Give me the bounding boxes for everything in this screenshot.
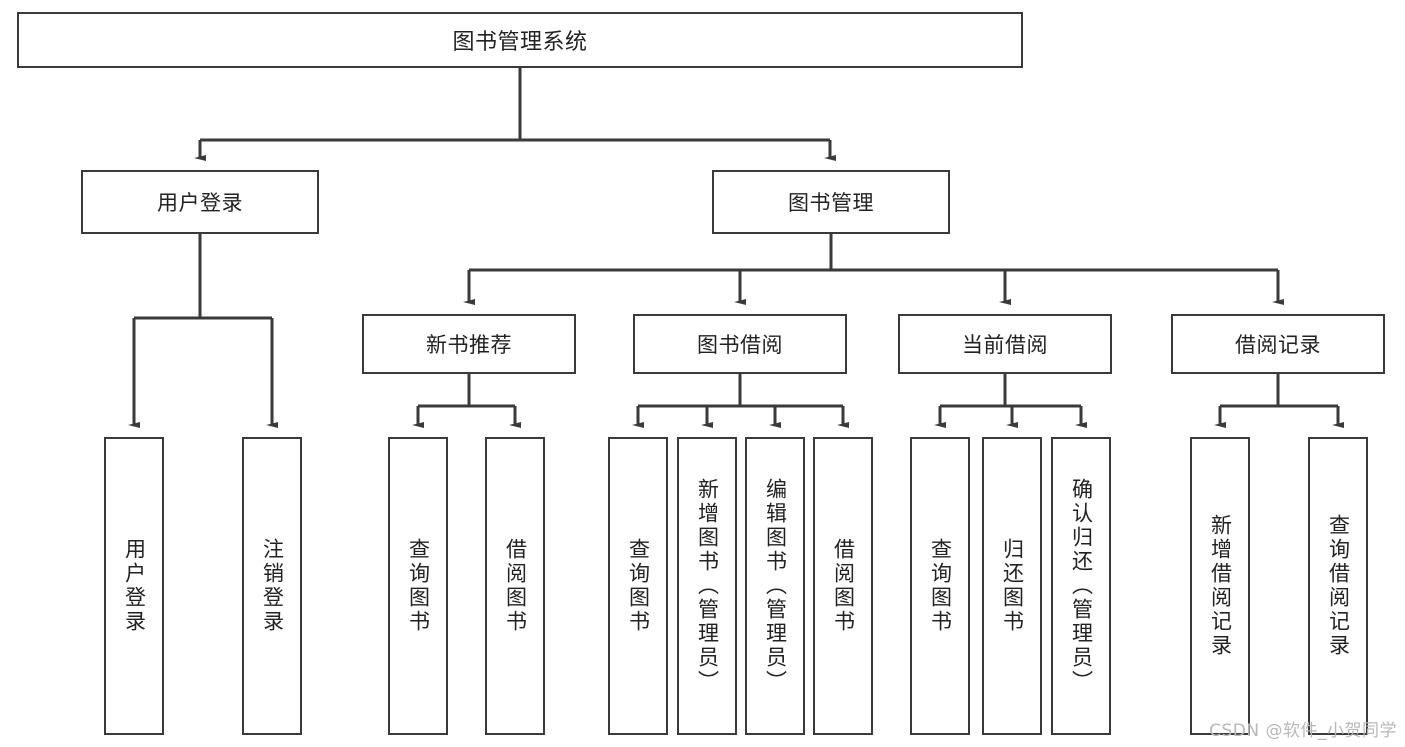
node-label: 注销登录 <box>260 538 285 634</box>
node-leaf-return-book[interactable]: 归还图书 <box>982 437 1042 735</box>
node-leaf-confirm-return[interactable]: 确认归还（管理员） <box>1051 437 1111 735</box>
node-label: 查询图书 <box>928 538 953 634</box>
node-leaf-add-book[interactable]: 新增图书（管理员） <box>677 437 737 735</box>
node-leaf-query-book-1[interactable]: 查询图书 <box>388 437 448 735</box>
node-book-borrow[interactable]: 图书借阅 <box>633 314 847 374</box>
node-borrow-record[interactable]: 借阅记录 <box>1171 314 1385 374</box>
node-label: 确认归还（管理员） <box>1069 478 1094 694</box>
node-leaf-add-record[interactable]: 新增借阅记录 <box>1190 437 1250 735</box>
node-leaf-edit-book[interactable]: 编辑图书（管理员） <box>745 437 805 735</box>
node-current-borrow[interactable]: 当前借阅 <box>898 314 1112 374</box>
node-label: 编辑图书（管理员） <box>763 478 788 694</box>
node-leaf-borrow-book-1[interactable]: 借阅图书 <box>485 437 545 735</box>
node-leaf-user-login[interactable]: 用户登录 <box>104 437 164 735</box>
node-label: 借阅图书 <box>503 538 528 634</box>
node-root-system[interactable]: 图书管理系统 <box>17 12 1023 68</box>
node-label: 查询借阅记录 <box>1326 514 1351 658</box>
node-leaf-user-logout[interactable]: 注销登录 <box>242 437 302 735</box>
node-leaf-query-book-2[interactable]: 查询图书 <box>608 437 668 735</box>
node-label: 查询图书 <box>626 538 651 634</box>
node-book-management[interactable]: 图书管理 <box>712 170 950 234</box>
node-leaf-borrow-book-2[interactable]: 借阅图书 <box>813 437 873 735</box>
node-label: 新增借阅记录 <box>1208 514 1233 658</box>
node-new-book-recommend[interactable]: 新书推荐 <box>362 314 576 374</box>
node-label: 用户登录 <box>122 538 147 634</box>
node-leaf-query-record[interactable]: 查询借阅记录 <box>1308 437 1368 735</box>
node-user-login[interactable]: 用户登录 <box>81 170 319 234</box>
node-label: 归还图书 <box>1000 538 1025 634</box>
node-label: 查询图书 <box>406 538 431 634</box>
node-leaf-query-book-3[interactable]: 查询图书 <box>910 437 970 735</box>
node-label: 借阅图书 <box>831 538 856 634</box>
node-label: 新增图书（管理员） <box>695 478 720 694</box>
